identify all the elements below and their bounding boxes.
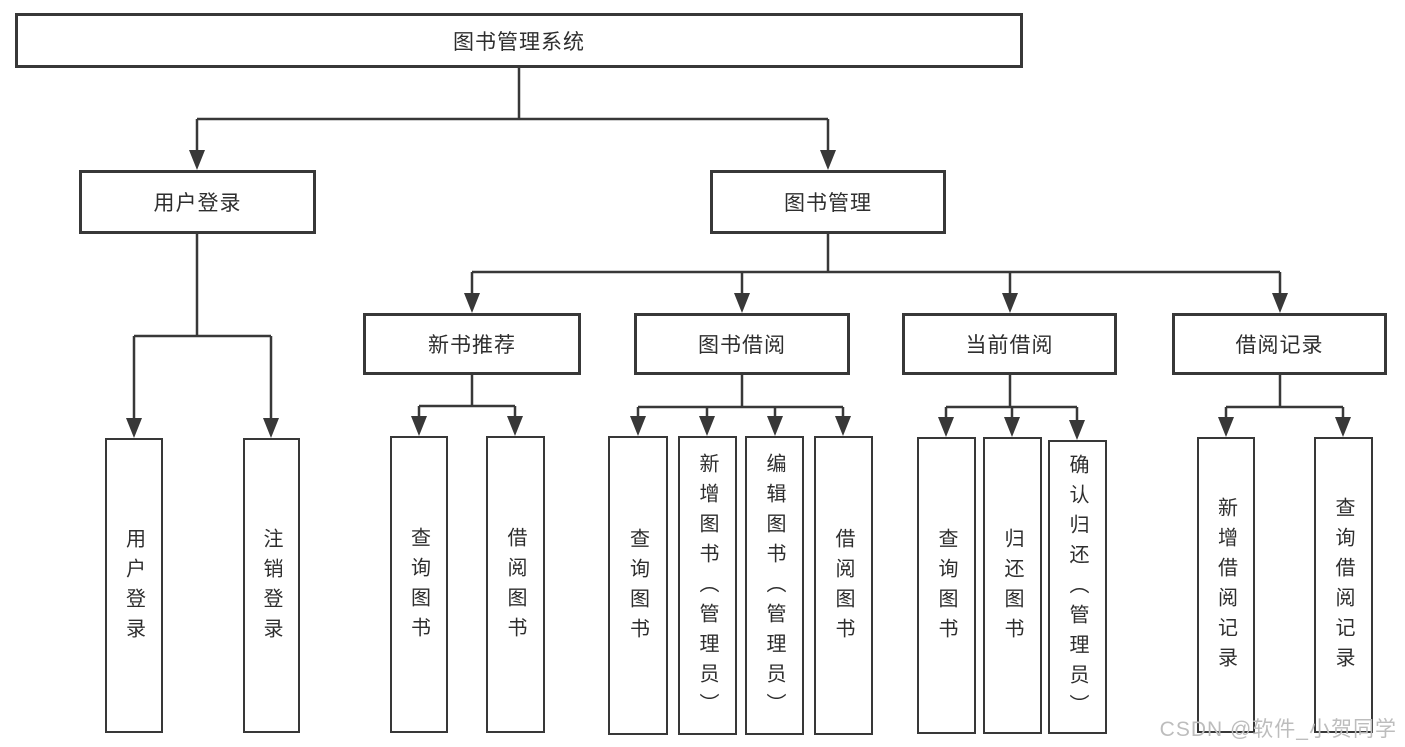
node-new-book-recommendation: 新书推荐 <box>363 313 581 375</box>
arrow-down-icon <box>835 416 851 436</box>
node-leaf-borrow-books-1: 借阅图书 <box>486 436 545 733</box>
arrow-down-icon <box>699 416 715 436</box>
node-leaf-add-books-admin: 新增图书（管理员） <box>678 436 737 735</box>
node-leaf-query-books-1: 查询图书 <box>390 436 448 733</box>
node-leaf-edit-books-admin: 编辑图书（管理员） <box>745 436 804 735</box>
node-book-borrowing: 图书借阅 <box>634 313 850 375</box>
arrow-down-icon <box>263 418 279 438</box>
arrow-down-icon <box>189 150 205 170</box>
node-user-login-branch: 用户登录 <box>79 170 316 234</box>
node-root: 图书管理系统 <box>15 13 1023 68</box>
node-leaf-query-books-3: 查询图书 <box>917 437 976 734</box>
node-leaf-return-books: 归还图书 <box>983 437 1042 734</box>
arrow-down-icon <box>1218 417 1234 437</box>
arrow-down-icon <box>630 416 646 436</box>
arrow-down-icon <box>820 150 836 170</box>
node-leaf-query-books-2: 查询图书 <box>608 436 668 735</box>
node-leaf-confirm-return-admin: 确认归还（管理员） <box>1048 440 1107 734</box>
node-leaf-add-borrow-record: 新增借阅记录 <box>1197 437 1255 733</box>
node-leaf-query-borrow-record: 查询借阅记录 <box>1314 437 1373 733</box>
node-borrowing-records: 借阅记录 <box>1172 313 1387 375</box>
node-current-borrowing: 当前借阅 <box>902 313 1117 375</box>
arrow-down-icon <box>938 417 954 437</box>
arrow-down-icon <box>1069 420 1085 440</box>
watermark: CSDN @软件_小贺同学 <box>1159 718 1397 741</box>
arrow-down-icon <box>1002 293 1018 313</box>
arrow-down-icon <box>767 416 783 436</box>
arrow-down-icon <box>507 416 523 436</box>
arrow-down-icon <box>464 293 480 313</box>
arrow-down-icon <box>1335 417 1351 437</box>
node-leaf-user-login: 用户登录 <box>105 438 163 733</box>
node-leaf-logout: 注销登录 <box>243 438 300 733</box>
arrow-down-icon <box>734 293 750 313</box>
arrow-down-icon <box>126 418 142 438</box>
arrow-down-icon <box>411 416 427 436</box>
node-leaf-borrow-books-2: 借阅图书 <box>814 436 873 735</box>
arrow-down-icon <box>1004 417 1020 437</box>
node-book-management-branch: 图书管理 <box>710 170 946 234</box>
arrow-down-icon <box>1272 293 1288 313</box>
